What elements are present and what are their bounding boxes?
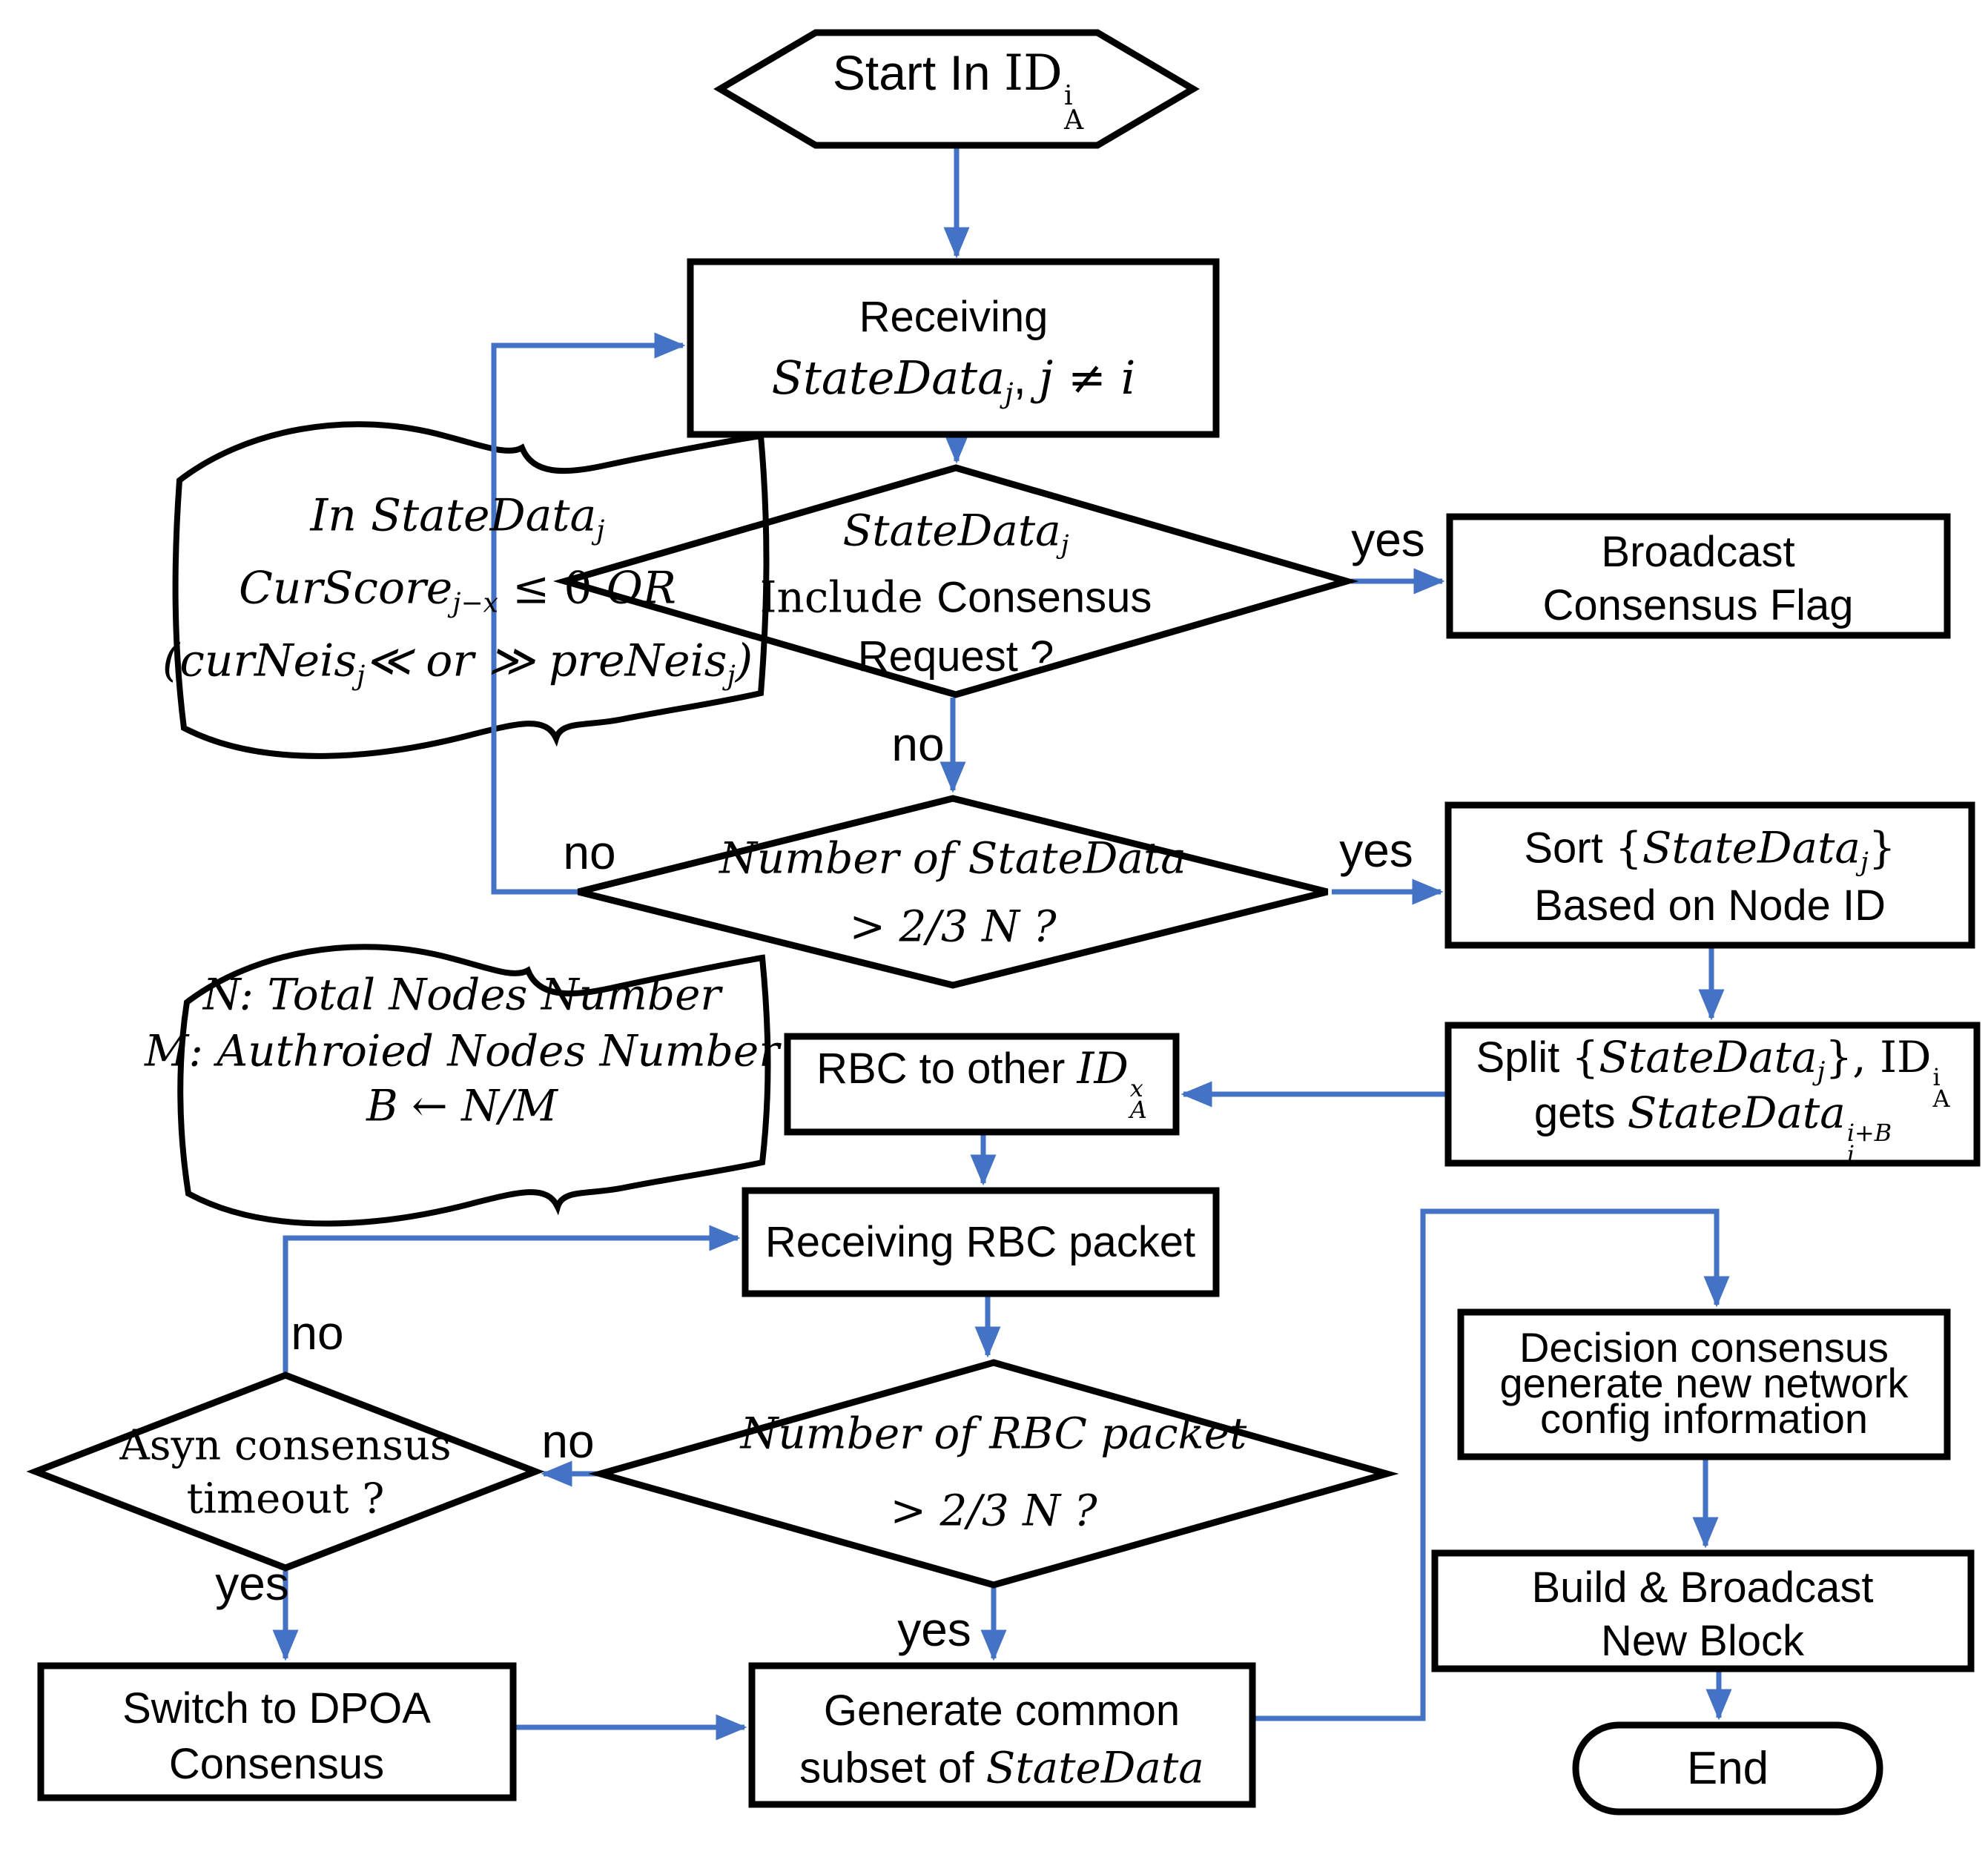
build-broadcast-line1: Build & Broadcast [1531, 1563, 1874, 1612]
rbc-packet-count-diamond [588, 1359, 1399, 1589]
broadcast-label-line2: Consensus Flag [1542, 581, 1854, 629]
label-statedata-count-yes: yes [1339, 824, 1413, 877]
label-rbc-count-yes: yes [897, 1603, 971, 1656]
decision-consensus-box [1457, 1308, 1951, 1460]
decision-line3: config information [1539, 1395, 1869, 1442]
generate-subset-line1: Generate common [823, 1687, 1180, 1735]
split-statedata-box [1444, 1022, 1981, 1167]
rbc-to-other-box [784, 1033, 1180, 1136]
asyn-timeout-line1: Asyn consensus [119, 1421, 452, 1470]
end-label: End [1686, 1743, 1769, 1794]
note-statedata-line2: CurScorej−x ≤ 0 OR [239, 562, 676, 619]
label-asyn-yes: yes [215, 1557, 289, 1610]
broadcast-consensus-flag-box [1446, 513, 1951, 639]
receiving-rbc-packet-box [742, 1187, 1220, 1297]
receiving-label-line1: Receiving [859, 293, 1049, 341]
build-broadcast-box [1431, 1549, 1975, 1672]
nodes-number-note-line3: B ← N/M [366, 1080, 558, 1131]
label-statedata-count-no: no [563, 826, 616, 879]
consensus-request-line2: Include Consensus [759, 572, 1152, 623]
sort-label-line2: Based on Node ID [1534, 881, 1886, 930]
nodes-number-note-ribbon [177, 944, 771, 1227]
asyn-timeout-diamond [26, 1371, 545, 1572]
receiving-label-line2: StateDataj, j ≠ i [771, 350, 1136, 409]
broadcast-label-line1: Broadcast [1601, 528, 1795, 576]
label-asyn-no: no [291, 1306, 344, 1360]
consensus-request-line1: StateDataj [842, 505, 1069, 560]
sort-statedata-box [1444, 801, 1975, 949]
statedata-count-line2: > 2/3 N ? [849, 901, 1057, 952]
edge-statedata-count-no-loop [491, 332, 686, 895]
consensus-request-diamond [552, 464, 1359, 698]
label-consensus-request-no: no [891, 718, 945, 771]
build-broadcast-line2: New Block [1601, 1617, 1804, 1665]
switch-dpoa-line2: Consensus [168, 1740, 385, 1788]
generate-subset-box [748, 1662, 1256, 1808]
receiving-statedata-box [687, 258, 1220, 438]
edge-asyn-no-loop [283, 1225, 741, 1372]
nodes-number-note-line2: M: Authroied Nodes Number [145, 1025, 779, 1076]
rbc-count-line1: Number of RBC packet [740, 1408, 1247, 1459]
rbc-count-line2: > 2/3 N ? [890, 1485, 1097, 1536]
label-consensus-request-yes: yes [1351, 513, 1425, 566]
edge-generate-to-decision [1255, 1208, 1730, 1721]
switch-dpoa-box [37, 1662, 517, 1801]
note-statedata-line1: In StateDataj [310, 489, 605, 546]
decision-line1: Decision consensus [1519, 1324, 1889, 1371]
consensus-request-line3: Request ? [857, 632, 1054, 681]
generate-subset-line2: subset of StateData [799, 1742, 1204, 1793]
end-terminator [1572, 1721, 1883, 1816]
receiving-rbc-label: Receiving RBC packet [765, 1218, 1196, 1266]
note-statedata-line3: (curNeisj≪ or ≫ preNeisj) [162, 635, 753, 692]
statedata-count-line1: Number of StateData [719, 833, 1186, 884]
nodes-number-note-line1: N: Total Nodes Number [202, 969, 721, 1020]
label-rbc-count-no: no [541, 1414, 595, 1468]
statedata-count-diamond [577, 795, 1329, 989]
decision-line2: generate new network [1499, 1360, 1909, 1406]
switch-dpoa-line1: Switch to DPOA [122, 1684, 431, 1732]
start-hexagon [713, 29, 1200, 149]
sort-label-line1: Sort {StateDataj} [1524, 822, 1896, 878]
asyn-timeout-line2: timeout ? [186, 1475, 385, 1523]
